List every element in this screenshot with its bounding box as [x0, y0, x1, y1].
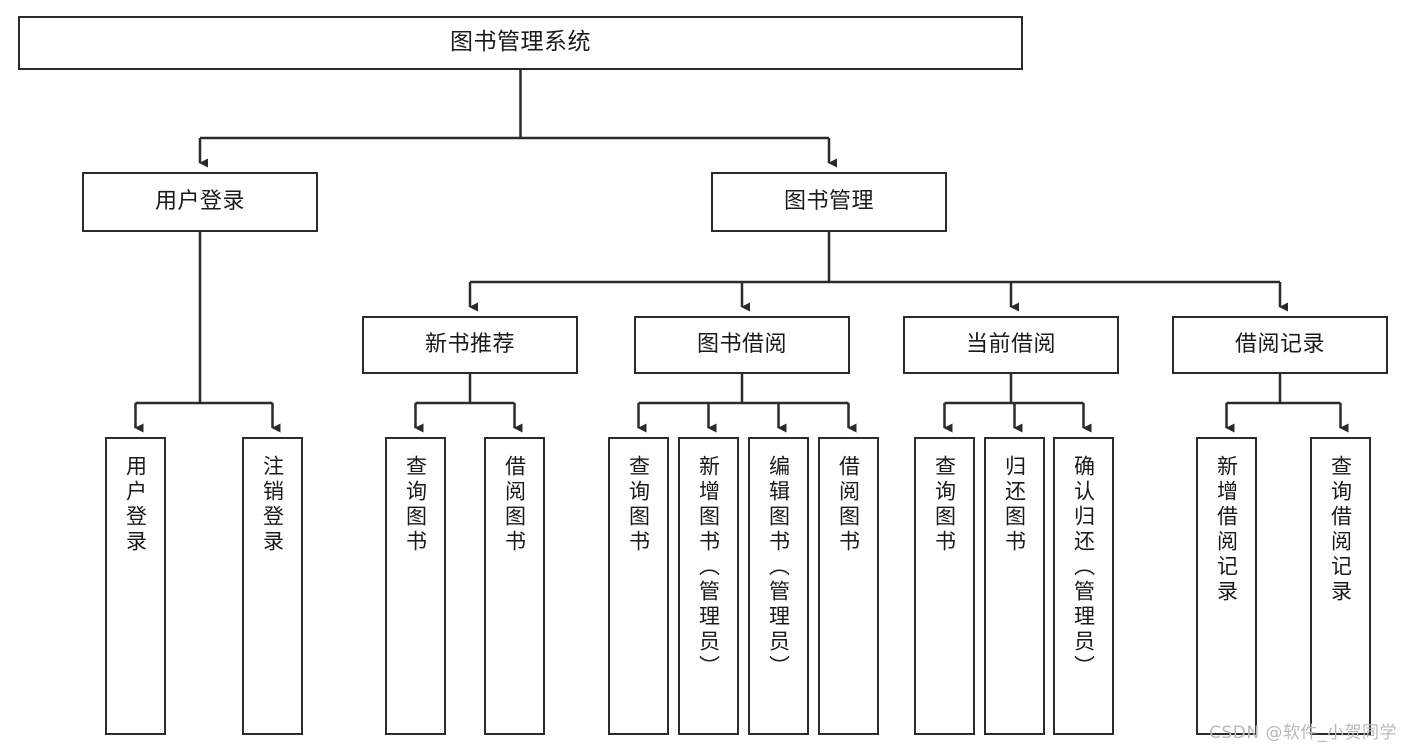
node-book-management-label: 图书管理 [783, 189, 874, 215]
node-root-label: 图书管理系统 [450, 29, 591, 56]
node-leaf-query-borrow-record-label: 查询借阅记录 [1328, 455, 1353, 605]
watermark: CSDN @软件_小贺同学 [1209, 723, 1397, 743]
node-leaf-add-book-admin[interactable]: 新增图书（管理员） [678, 437, 739, 735]
node-user-login[interactable]: 用户登录 [82, 172, 318, 232]
node-leaf-add-book-admin-label: 新增图书（管理员） [696, 455, 721, 680]
node-book-borrow-label: 图书借阅 [696, 332, 787, 358]
node-leaf-confirm-return-admin-label: 确认归还（管理员） [1071, 455, 1096, 680]
node-leaf-add-borrow-record[interactable]: 新增借阅记录 [1196, 437, 1257, 735]
node-borrow-records[interactable]: 借阅记录 [1172, 316, 1388, 374]
node-leaf-edit-book-admin-label: 编辑图书（管理员） [766, 455, 791, 680]
node-current-borrow[interactable]: 当前借阅 [903, 316, 1119, 374]
node-leaf-user-login[interactable]: 用户登录 [105, 437, 166, 735]
node-leaf-user-logout-label: 注销登录 [260, 455, 285, 555]
node-leaf-user-logout[interactable]: 注销登录 [242, 437, 303, 735]
node-leaf-borrow-book-newbook[interactable]: 借阅图书 [484, 437, 545, 735]
node-leaf-user-login-label: 用户登录 [123, 455, 148, 555]
node-leaf-query-book-current[interactable]: 查询图书 [914, 437, 975, 735]
node-user-login-label: 用户登录 [154, 189, 245, 215]
node-leaf-edit-book-admin[interactable]: 编辑图书（管理员） [748, 437, 809, 735]
node-leaf-add-borrow-record-label: 新增借阅记录 [1214, 455, 1239, 605]
node-new-book-recommend[interactable]: 新书推荐 [362, 316, 578, 374]
node-borrow-records-label: 借阅记录 [1234, 332, 1325, 358]
node-leaf-query-book-newbook[interactable]: 查询图书 [385, 437, 446, 735]
node-leaf-return-book[interactable]: 归还图书 [984, 437, 1045, 735]
node-leaf-query-book-borrow[interactable]: 查询图书 [608, 437, 669, 735]
node-leaf-borrow-book[interactable]: 借阅图书 [818, 437, 879, 735]
edge-group [134, 70, 1349, 433]
node-leaf-borrow-book-label: 借阅图书 [836, 455, 861, 555]
node-leaf-query-book-current-label: 查询图书 [932, 455, 957, 555]
node-root[interactable]: 图书管理系统 [18, 16, 1023, 70]
node-book-borrow[interactable]: 图书借阅 [634, 316, 850, 374]
node-new-book-recommend-label: 新书推荐 [424, 332, 515, 358]
node-leaf-confirm-return-admin[interactable]: 确认归还（管理员） [1053, 437, 1114, 735]
node-current-borrow-label: 当前借阅 [965, 332, 1056, 358]
node-leaf-query-borrow-record[interactable]: 查询借阅记录 [1310, 437, 1371, 735]
node-book-management[interactable]: 图书管理 [711, 172, 947, 232]
node-leaf-borrow-book-newbook-label: 借阅图书 [502, 455, 527, 555]
node-leaf-return-book-label: 归还图书 [1002, 455, 1027, 555]
node-leaf-query-book-borrow-label: 查询图书 [626, 455, 651, 555]
node-leaf-query-book-newbook-label: 查询图书 [403, 455, 428, 555]
